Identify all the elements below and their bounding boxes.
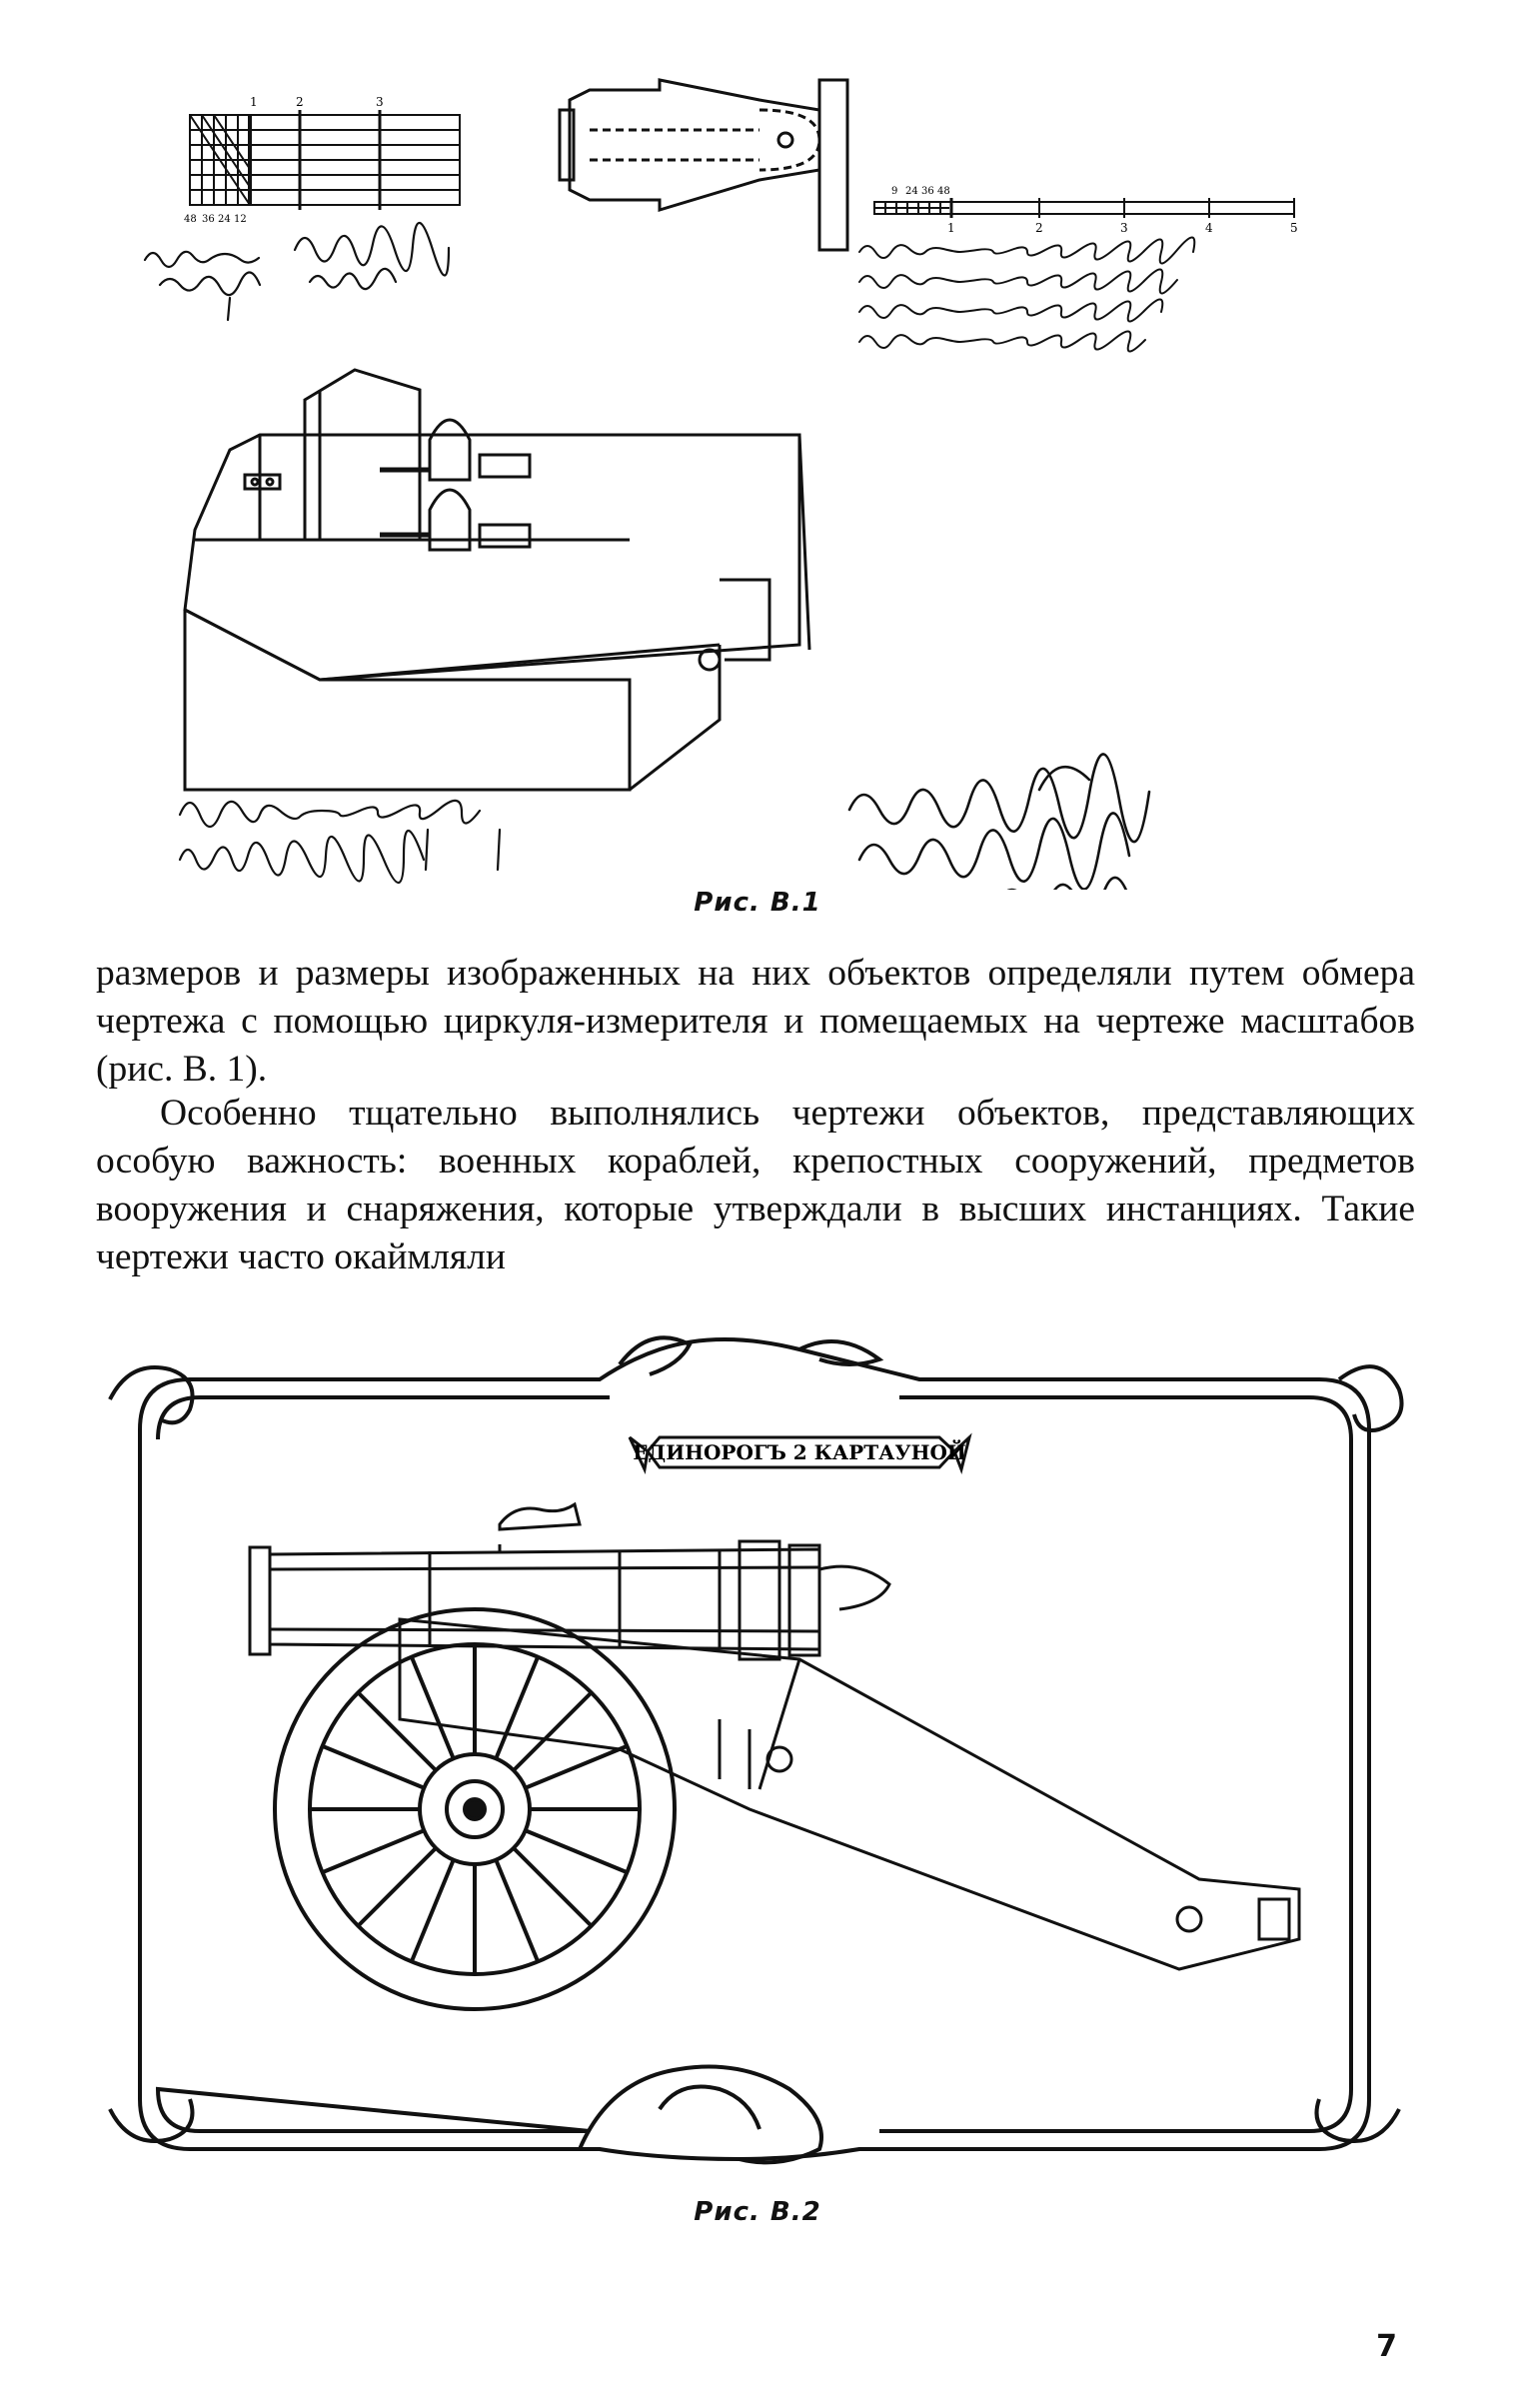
right-scale-bar bbox=[873, 198, 1295, 218]
paragraph-2: Особенно тщательно выполнялись чертежи о… bbox=[96, 1093, 1415, 1277]
left-scale-label-1: 1 bbox=[250, 95, 258, 109]
left-scale-sub-12: 12 bbox=[234, 214, 247, 225]
figure-1-caption: Рис. В.1 bbox=[694, 888, 821, 918]
bolt-detail-drawing bbox=[558, 78, 849, 252]
left-scale-sub-24: 24 bbox=[218, 214, 231, 225]
right-signature bbox=[847, 753, 1151, 890]
cannon-barrel bbox=[248, 1501, 891, 1661]
right-scale-sub-24: 24 bbox=[905, 186, 918, 197]
left-scale-sub-48: 48 bbox=[184, 214, 197, 225]
left-scale-grid bbox=[189, 110, 461, 210]
box-drawing bbox=[183, 368, 811, 792]
right-scale-label-2: 2 bbox=[1035, 221, 1043, 235]
figure-1-drawing: 1 2 3 48 36 24 12 9 24 36 bbox=[143, 78, 1298, 890]
ornate-frame bbox=[108, 1335, 1404, 2165]
right-scale-label-4: 4 bbox=[1205, 221, 1213, 235]
figure-2-drawing: ЕДИНОРОГЪ 2 КАРТАУНОЙ bbox=[108, 1335, 1404, 2165]
right-handwriting bbox=[858, 236, 1196, 353]
left-handwriting bbox=[143, 221, 451, 322]
banner-ribbon bbox=[628, 1432, 972, 1475]
right-scale-sub-48: 48 bbox=[937, 186, 950, 197]
left-signature bbox=[178, 799, 502, 885]
left-scale-label-3: 3 bbox=[376, 95, 384, 109]
right-scale-label-5: 5 bbox=[1290, 221, 1298, 235]
left-scale-label-2: 2 bbox=[296, 95, 304, 109]
right-scale-label-1: 1 bbox=[947, 221, 955, 235]
paragraph-1: размеров и размеры изображенных на них о… bbox=[96, 953, 1415, 1090]
right-scale-sub-36: 36 bbox=[921, 186, 934, 197]
banner-text: ЕДИНОРОГЪ 2 КАРТАУНОЙ bbox=[633, 1438, 966, 1464]
figure-2-caption: Рис. В.2 bbox=[694, 2197, 821, 2227]
left-scale-sub-36: 36 bbox=[202, 214, 215, 225]
right-scale-sub-9: 9 bbox=[891, 186, 897, 197]
cannon-carriage bbox=[398, 1617, 1301, 1971]
right-scale-label-3: 3 bbox=[1120, 221, 1128, 235]
cannon-wheel bbox=[273, 1607, 677, 2011]
page-number: 7 bbox=[1376, 2329, 1397, 2364]
